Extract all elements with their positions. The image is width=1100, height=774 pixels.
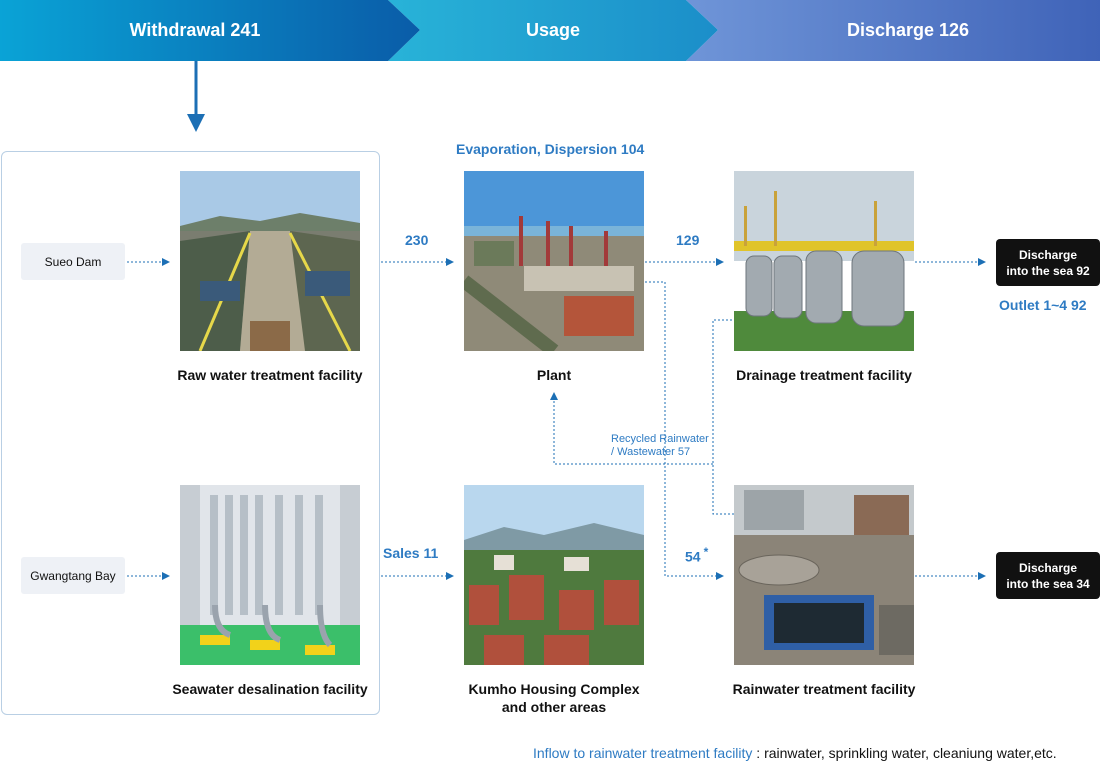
source-gwangtang-bay: Gwangtang Bay xyxy=(21,557,125,594)
to-rainwater-number: 54 xyxy=(685,548,701,565)
source-sueo-dam: Sueo Dam xyxy=(21,243,125,280)
seawater-photo xyxy=(180,485,360,665)
withdrawal-label: Withdrawal 241 xyxy=(129,20,261,40)
rainwater-photo xyxy=(734,485,914,665)
drainage-caption: Drainage treatment facility xyxy=(736,367,912,383)
evaporation-label: Evaporation, Dispersion 104 xyxy=(456,141,645,157)
plant-caption: Plant xyxy=(536,367,572,383)
to-plant-value: 230 xyxy=(405,232,429,248)
to-rainwater-arrow xyxy=(645,281,724,580)
housing-caption: Kumho Housing Complex and other areas xyxy=(434,680,674,716)
recycled-label: Recycled Rainwater / Wastewater 57 xyxy=(611,433,709,459)
rainwater-to-drainage-line xyxy=(712,319,734,515)
discharge-header: Discharge 126 xyxy=(686,0,1100,61)
discharge-bottom-line1: Discharge xyxy=(1018,560,1078,575)
to-rainwater-value: 54* xyxy=(685,545,708,565)
discharge-label: Discharge 126 xyxy=(846,20,970,40)
to-rainwater-asterisk: * xyxy=(703,545,709,559)
footnote: Inflow to rainwater treatment facility :… xyxy=(533,745,1057,761)
seawater-caption: Seawater desalination facility xyxy=(172,681,368,697)
housing-caption-line1: Kumho Housing Complex xyxy=(468,681,640,697)
usage-label: Usage xyxy=(525,20,581,40)
raw-water-photo xyxy=(180,171,360,351)
drainage-photo xyxy=(734,171,914,351)
discharge-top-line2: into the sea 92 xyxy=(1006,263,1090,278)
discharge-bottom-line2: into the sea 34 xyxy=(1006,576,1090,591)
sales-label: Sales 11 xyxy=(383,545,439,561)
source-gwangtang-label: Gwangtang Bay xyxy=(30,568,116,583)
recycled-arrow xyxy=(550,392,713,465)
footnote-label: Inflow to rainwater treatment facility xyxy=(533,745,753,761)
usage-header: Usage xyxy=(388,0,718,61)
withdrawal-panel xyxy=(1,151,380,715)
discharge-top-line1: Discharge xyxy=(1018,247,1078,262)
source-sueo-label: Sueo Dam xyxy=(44,254,102,269)
footnote-text: : rainwater, sprinkling water, cleaniung… xyxy=(752,745,1057,761)
housing-photo xyxy=(464,485,644,665)
plant-photo xyxy=(464,171,644,351)
discharge-sea-top: Discharge into the sea 92 xyxy=(996,239,1100,286)
discharge-sea-bottom: Discharge into the sea 34 xyxy=(996,552,1100,599)
to-drainage-value: 129 xyxy=(676,232,700,248)
rainwater-caption: Rainwater treatment facility xyxy=(732,681,916,697)
withdrawal-header: Withdrawal 241 xyxy=(0,0,420,61)
outlet-label: Outlet 1~4 92 xyxy=(999,297,1087,313)
recycled-label-line2: / Wastewater 57 xyxy=(611,446,691,458)
raw-water-caption: Raw water treatment facility xyxy=(177,367,363,383)
housing-caption-line2: and other areas xyxy=(501,699,607,715)
recycled-label-line1: Recycled Rainwater xyxy=(611,433,709,445)
